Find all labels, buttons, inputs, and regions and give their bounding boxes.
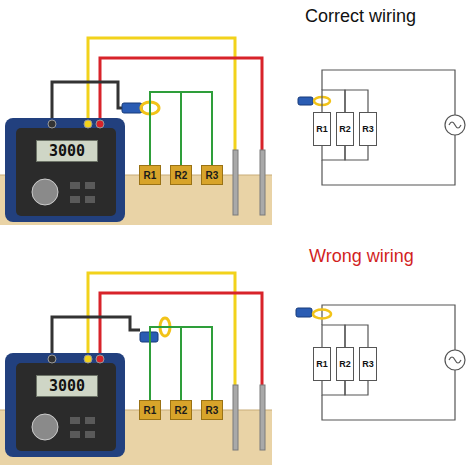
correct-schematic [298, 70, 465, 185]
terminal [48, 355, 56, 363]
wrong-illustration [0, 273, 272, 465]
wrong-schematic [296, 305, 465, 420]
rotary-knob [32, 179, 58, 205]
resistor-label: R1 [144, 170, 157, 181]
resistor-symbol: R1 [313, 112, 331, 146]
auxiliary-rod [233, 385, 238, 450]
clamp-sensor [296, 308, 312, 317]
ground-electrode: R2 [170, 165, 192, 185]
meter-body [5, 353, 125, 457]
resistor-label: R1 [316, 359, 328, 369]
resistor-label: R2 [175, 405, 188, 416]
rotary-knob [32, 414, 58, 440]
connector-wire [322, 146, 345, 160]
ground-electrode: R3 [201, 400, 223, 420]
resistor-label: R1 [316, 124, 328, 134]
ground-electrode: R3 [201, 165, 223, 185]
correct-illustration [0, 38, 272, 225]
panel-heading: Wrong wiring [309, 246, 414, 267]
auxiliary-rod [260, 385, 265, 450]
button [70, 431, 80, 438]
resistor-label: R2 [339, 124, 351, 134]
button [70, 417, 80, 424]
resistor-label: R2 [175, 170, 188, 181]
display-reading: 3000 [49, 142, 85, 160]
connector-wire [322, 381, 345, 395]
meter-face [16, 128, 116, 216]
button [70, 182, 80, 189]
button [85, 417, 95, 424]
sine-symbol [449, 357, 461, 363]
connector-wire [181, 92, 212, 165]
auxiliary-rod [260, 150, 265, 215]
button [85, 196, 95, 203]
button [85, 182, 95, 189]
meter-body [5, 118, 125, 222]
ground-electrode: R2 [170, 400, 192, 420]
circuit-loop [322, 70, 455, 185]
ac-source [445, 115, 465, 135]
ground-electrode: R1 [139, 400, 161, 420]
circuit-loop [322, 305, 455, 420]
connector-wire [181, 327, 212, 400]
clamp-jaw [313, 310, 331, 319]
ground-electrode: R1 [139, 165, 161, 185]
connector-wire [345, 90, 368, 112]
panel-heading: Correct wiring [305, 6, 416, 27]
resistor-label: R3 [206, 405, 219, 416]
connector-wire [322, 325, 345, 347]
button [85, 431, 95, 438]
resistor-label: R1 [144, 405, 157, 416]
terminal [96, 355, 104, 363]
resistor-label: R3 [362, 124, 374, 134]
auxiliary-rod [233, 150, 238, 215]
resistor-label: R2 [339, 359, 351, 369]
meter-display: 3000 [36, 375, 98, 397]
clamp-sensor [298, 97, 313, 105]
sine-symbol [449, 122, 461, 128]
terminal [84, 355, 92, 363]
ac-source [445, 350, 465, 370]
connector-wire [345, 146, 368, 160]
resistor-label: R3 [362, 359, 374, 369]
resistor-symbol: R3 [359, 347, 377, 381]
meter-face [16, 363, 116, 451]
resistor-symbol: R2 [336, 112, 354, 146]
resistor-symbol: R3 [359, 112, 377, 146]
terminal [84, 120, 92, 128]
terminal [96, 120, 104, 128]
resistor-label: R3 [206, 170, 219, 181]
display-reading: 3000 [49, 377, 85, 395]
clamp-sensor [122, 103, 142, 113]
terminal [48, 120, 56, 128]
button [70, 196, 80, 203]
connector-wire [345, 381, 368, 395]
resistor-symbol: R2 [336, 347, 354, 381]
connector-wire [150, 327, 181, 400]
connector-wire [345, 325, 368, 347]
resistor-symbol: R1 [313, 347, 331, 381]
connector-wire [322, 90, 345, 112]
connector-wire [150, 92, 181, 165]
meter-display: 3000 [36, 140, 98, 162]
